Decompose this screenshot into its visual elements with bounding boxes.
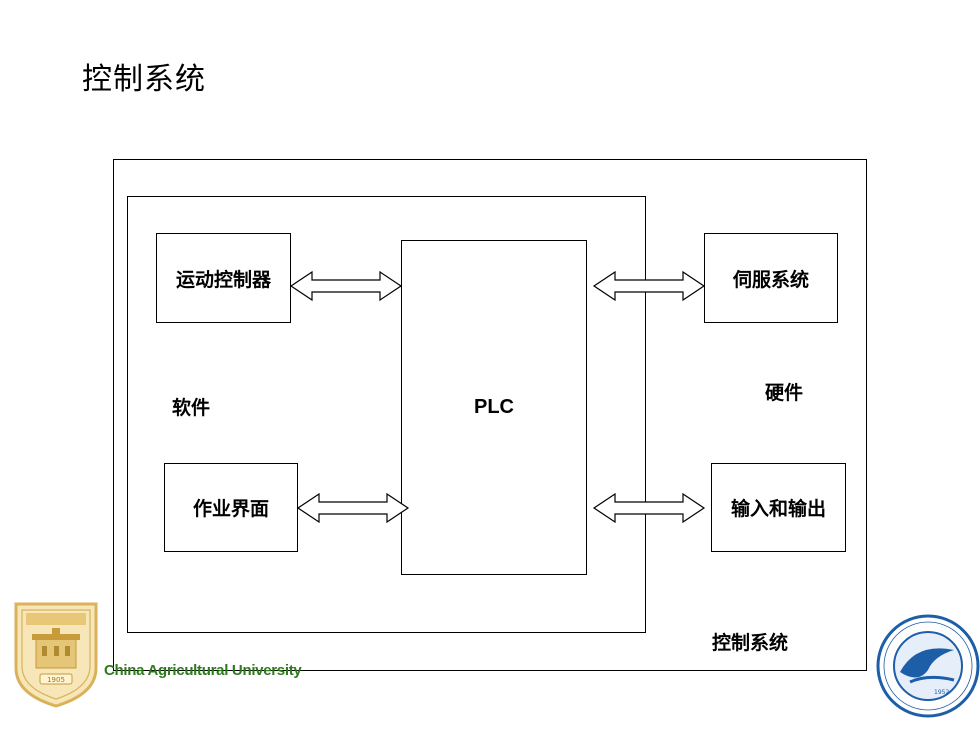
software-label: 软件 (172, 397, 211, 419)
hardware-label: 硬件 (765, 382, 804, 404)
university-name: China Agricultural University (104, 662, 302, 679)
arrow-interface-plc (296, 492, 410, 524)
servo-system-block: 伺服系统 (704, 233, 838, 323)
page-title: 控制系统 (82, 62, 206, 97)
college-emblem-icon: 1952 (876, 614, 980, 718)
control-system-frame (113, 159, 867, 671)
plc-block: PLC (401, 240, 587, 575)
operation-interface-block: 作业界面 (164, 463, 298, 552)
software-frame (127, 196, 646, 633)
right-emblem-year: 1952 (934, 689, 949, 696)
arrow-motion-plc (289, 270, 403, 302)
arrow-plc-io (592, 492, 706, 524)
motion-controller-block: 运动控制器 (156, 233, 291, 323)
left-emblem-year: 1905 (47, 676, 65, 684)
io-block: 输入和输出 (711, 463, 846, 552)
university-emblem-icon: 1905 (14, 602, 98, 708)
control-system-label: 控制系统 (712, 632, 789, 654)
arrow-plc-servo (592, 270, 706, 302)
